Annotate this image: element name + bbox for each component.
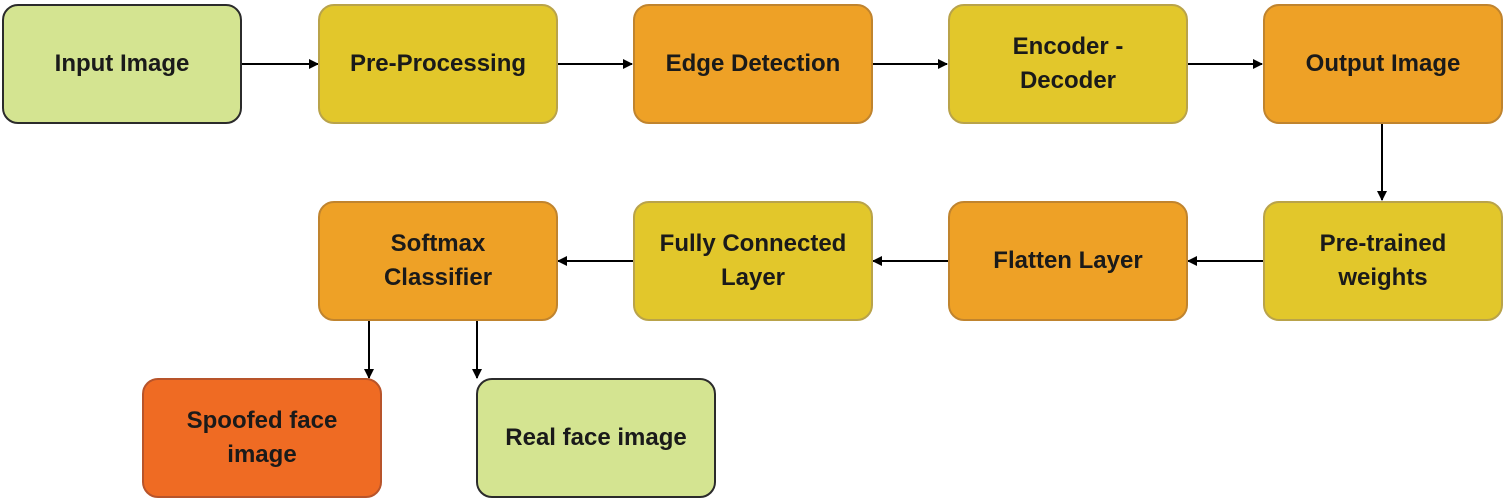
- node-output-image: Output Image: [1263, 4, 1503, 124]
- node-fully-connected-layer: Fully Connected Layer: [633, 201, 873, 321]
- node-softmax-classifier: Softmax Classifier: [318, 201, 558, 321]
- node-flatten-layer: Flatten Layer: [948, 201, 1188, 321]
- node-spoofed-face-image: Spoofed face image: [142, 378, 382, 498]
- node-encoder-decoder: Encoder - Decoder: [948, 4, 1188, 124]
- node-pretrained-weights: Pre-trained weights: [1263, 201, 1503, 321]
- node-input-image: Input Image: [2, 4, 242, 124]
- node-real-face-image: Real face image: [476, 378, 716, 498]
- node-edge-detection: Edge Detection: [633, 4, 873, 124]
- node-pre-processing: Pre-Processing: [318, 4, 558, 124]
